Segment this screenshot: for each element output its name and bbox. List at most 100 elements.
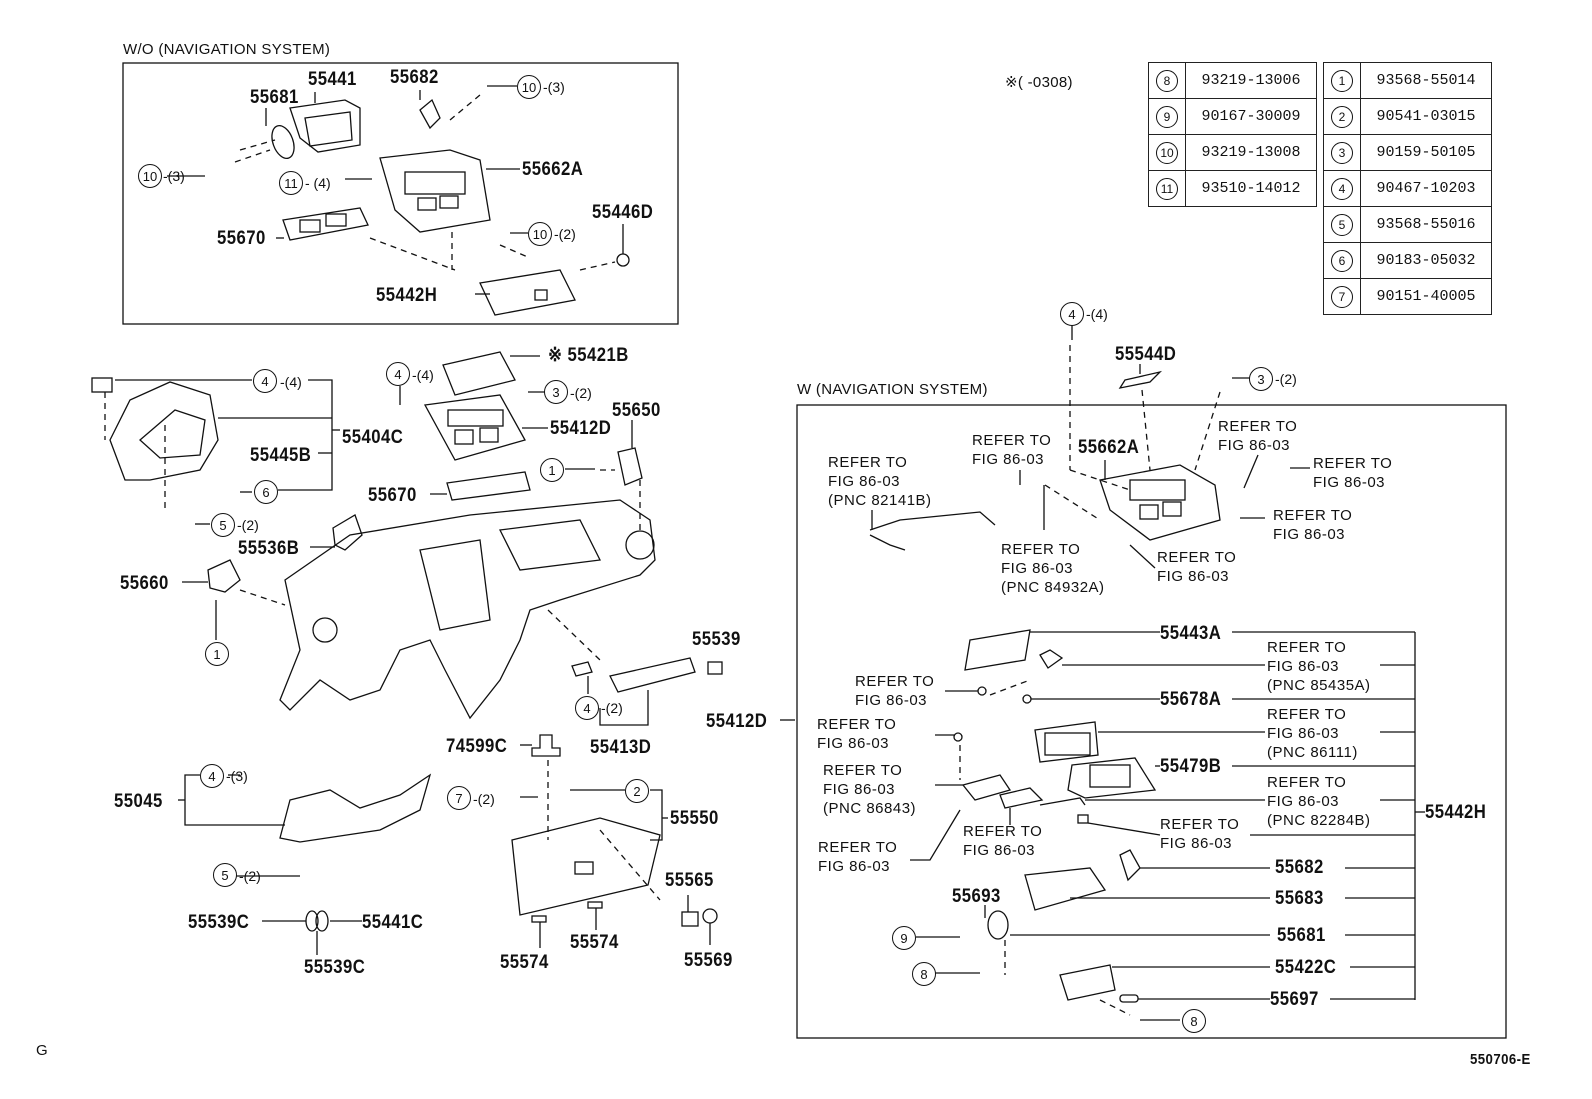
- refer-to-fig-86-03[interactable]: REFER TO FIG 86-03: [1273, 507, 1353, 543]
- part-55404C[interactable]: 55404C: [342, 427, 404, 448]
- legend-part-number[interactable]: 93219-13008: [1185, 134, 1317, 171]
- part-55682[interactable]: 55682: [390, 67, 439, 88]
- legend-part-number[interactable]: 90467-10203: [1360, 170, 1492, 207]
- part-55662A[interactable]: 55662A: [1078, 437, 1140, 458]
- part-55550-shape: [511, 789, 668, 916]
- refer-to-fig-86-03[interactable]: REFER TO FIG 86-03: [1160, 816, 1240, 852]
- fastener-callout-7[interactable]: 7: [447, 786, 471, 810]
- legend-part-number[interactable]: 93568-55016: [1360, 206, 1492, 243]
- part-55446D[interactable]: 55446D: [592, 202, 654, 223]
- part-55565[interactable]: 55565: [665, 870, 714, 891]
- part-55650[interactable]: 55650: [612, 400, 661, 421]
- fastener-qty: -(3): [163, 168, 185, 184]
- part-55536B[interactable]: 55536B: [238, 538, 300, 559]
- part-55539C[interactable]: 55539C: [188, 912, 250, 933]
- refer-to-fig-86-03[interactable]: REFER TO FIG 86-03 (PNC 85435A): [1267, 639, 1371, 694]
- fastener-callout-5[interactable]: 5: [213, 863, 237, 887]
- legend-part-number[interactable]: 93568-55014: [1360, 62, 1492, 99]
- refer-to-fig-86-03[interactable]: REFER TO FIG 86-03: [972, 432, 1052, 468]
- refer-to-fig-86-03[interactable]: REFER TO FIG 86-03: [817, 716, 897, 752]
- part-55660[interactable]: 55660: [120, 573, 169, 594]
- refer-to-fig-86-03[interactable]: REFER TO FIG 86-03: [818, 839, 898, 875]
- refer-to-fig-86-03[interactable]: REFER TO FIG 86-03: [855, 673, 935, 709]
- fastener-callout-9[interactable]: 9: [892, 926, 916, 950]
- part-55445B[interactable]: 55445B: [250, 445, 312, 466]
- wo-nav-part-55446D: [616, 224, 630, 267]
- refer-to-fig-86-03[interactable]: REFER TO FIG 86-03: [1313, 455, 1393, 491]
- part-55422C[interactable]: 55422C: [1275, 957, 1337, 978]
- refer-to-fig-86-03[interactable]: REFER TO FIG 86-03: [1157, 549, 1237, 585]
- fastener-callout-8[interactable]: 8: [912, 962, 936, 986]
- part-55443A[interactable]: 55443A: [1160, 623, 1222, 644]
- fastener-callout-4[interactable]: 4: [253, 369, 277, 393]
- part-55574[interactable]: 55574: [570, 932, 619, 953]
- fastener-callout-5[interactable]: 5: [211, 513, 235, 537]
- part-55413D[interactable]: 55413D: [590, 737, 652, 758]
- fastener-callout-1[interactable]: 1: [540, 458, 564, 482]
- fastener-qty: -(4): [1086, 306, 1108, 322]
- refer-to-fig-86-03[interactable]: REFER TO FIG 86-03: [963, 823, 1043, 859]
- refer-to-fig-86-03[interactable]: REFER TO FIG 86-03 (PNC 82284B): [1267, 774, 1371, 829]
- part-55650-shape: [617, 420, 643, 486]
- fastener-callout-10[interactable]: 10: [517, 75, 541, 99]
- callout-number: 4: [1331, 177, 1353, 200]
- part-55441[interactable]: 55441: [308, 69, 357, 90]
- refer-to-fig-86-03[interactable]: REFER TO FIG 86-03 (PNC 82141B): [828, 454, 932, 509]
- part-55662A[interactable]: 55662A: [522, 159, 584, 180]
- fastener-callout-4[interactable]: 4: [575, 696, 599, 720]
- part-55412D[interactable]: 55412D: [550, 418, 612, 439]
- fastener-callout-4[interactable]: 4: [1060, 302, 1084, 326]
- part-55574[interactable]: 55574: [500, 952, 549, 973]
- legend-part-number[interactable]: 90167-30009: [1185, 98, 1317, 135]
- refer-to-fig-86-03[interactable]: REFER TO FIG 86-03 (PNC 86843): [823, 762, 917, 817]
- part-55683[interactable]: 55683: [1275, 888, 1324, 909]
- part-55670[interactable]: 55670: [368, 485, 417, 506]
- part-55539[interactable]: 55539: [692, 629, 741, 650]
- part-55681[interactable]: 55681: [1277, 925, 1326, 946]
- refer-to-fig-86-03[interactable]: REFER TO FIG 86-03 (PNC 84932A): [1001, 541, 1105, 596]
- part-55681[interactable]: 55681: [250, 87, 299, 108]
- part-55550[interactable]: 55550: [670, 808, 719, 829]
- legend-part-number[interactable]: 93510-14012: [1185, 170, 1317, 207]
- nav-part-55681-shape: [916, 905, 1415, 974]
- part-55678A[interactable]: 55678A: [1160, 689, 1222, 710]
- fastener-callout-3[interactable]: 3: [1249, 367, 1273, 391]
- part-55544D[interactable]: 55544D: [1115, 344, 1177, 365]
- part-55442H[interactable]: 55442H: [1425, 802, 1487, 823]
- fastener-callout-2[interactable]: 2: [625, 779, 649, 803]
- part-55539C[interactable]: 55539C: [304, 957, 366, 978]
- legend-part-number[interactable]: 90183-05032: [1360, 242, 1492, 279]
- part-55569[interactable]: 55569: [684, 950, 733, 971]
- part-55693[interactable]: 55693: [952, 886, 1001, 907]
- nav-part-display-86111: [1034, 721, 1415, 763]
- part-74599C[interactable]: 74599C: [446, 736, 508, 757]
- legend-part-number[interactable]: 90159-50105: [1360, 134, 1492, 171]
- legend-part-number[interactable]: 90541-03015: [1360, 98, 1492, 135]
- figure-code: 550706-E: [1470, 1051, 1531, 1068]
- fastener-callout-8[interactable]: 8: [1182, 1009, 1206, 1033]
- wo-nav-part-55662A: [379, 149, 520, 233]
- part-55412D-lower[interactable]: 55412D: [706, 711, 768, 732]
- part-55479B[interactable]: 55479B: [1160, 756, 1222, 777]
- part-55441C[interactable]: 55441C: [362, 912, 424, 933]
- part-55682[interactable]: 55682: [1275, 857, 1324, 878]
- part-55421B[interactable]: ※ 55421B: [548, 345, 629, 366]
- part-55045-shape: [178, 773, 432, 843]
- fastener-callout-11[interactable]: 11: [279, 171, 303, 195]
- fastener-callout-1[interactable]: 1: [205, 642, 229, 666]
- part-55697[interactable]: 55697: [1270, 989, 1319, 1010]
- fastener-callout-4[interactable]: 4: [386, 362, 410, 386]
- part-55670[interactable]: 55670: [217, 228, 266, 249]
- refer-to-fig-86-03[interactable]: REFER TO FIG 86-03: [1218, 418, 1298, 454]
- fastener-callout-6[interactable]: 6: [254, 480, 278, 504]
- part-55413D-shape: [571, 657, 723, 726]
- legend-part-number[interactable]: 93219-13006: [1185, 62, 1317, 99]
- refer-to-fig-86-03[interactable]: REFER TO FIG 86-03 (PNC 86111): [1267, 706, 1358, 761]
- fastener-callout-10[interactable]: 10: [138, 164, 162, 188]
- fastener-callout-3[interactable]: 3: [544, 380, 568, 404]
- part-55045[interactable]: 55045: [114, 791, 163, 812]
- fastener-callout-10[interactable]: 10: [528, 222, 552, 246]
- fastener-callout-4[interactable]: 4: [200, 764, 224, 788]
- part-55442H[interactable]: 55442H: [376, 285, 438, 306]
- legend-part-number[interactable]: 90151-40005: [1360, 278, 1492, 315]
